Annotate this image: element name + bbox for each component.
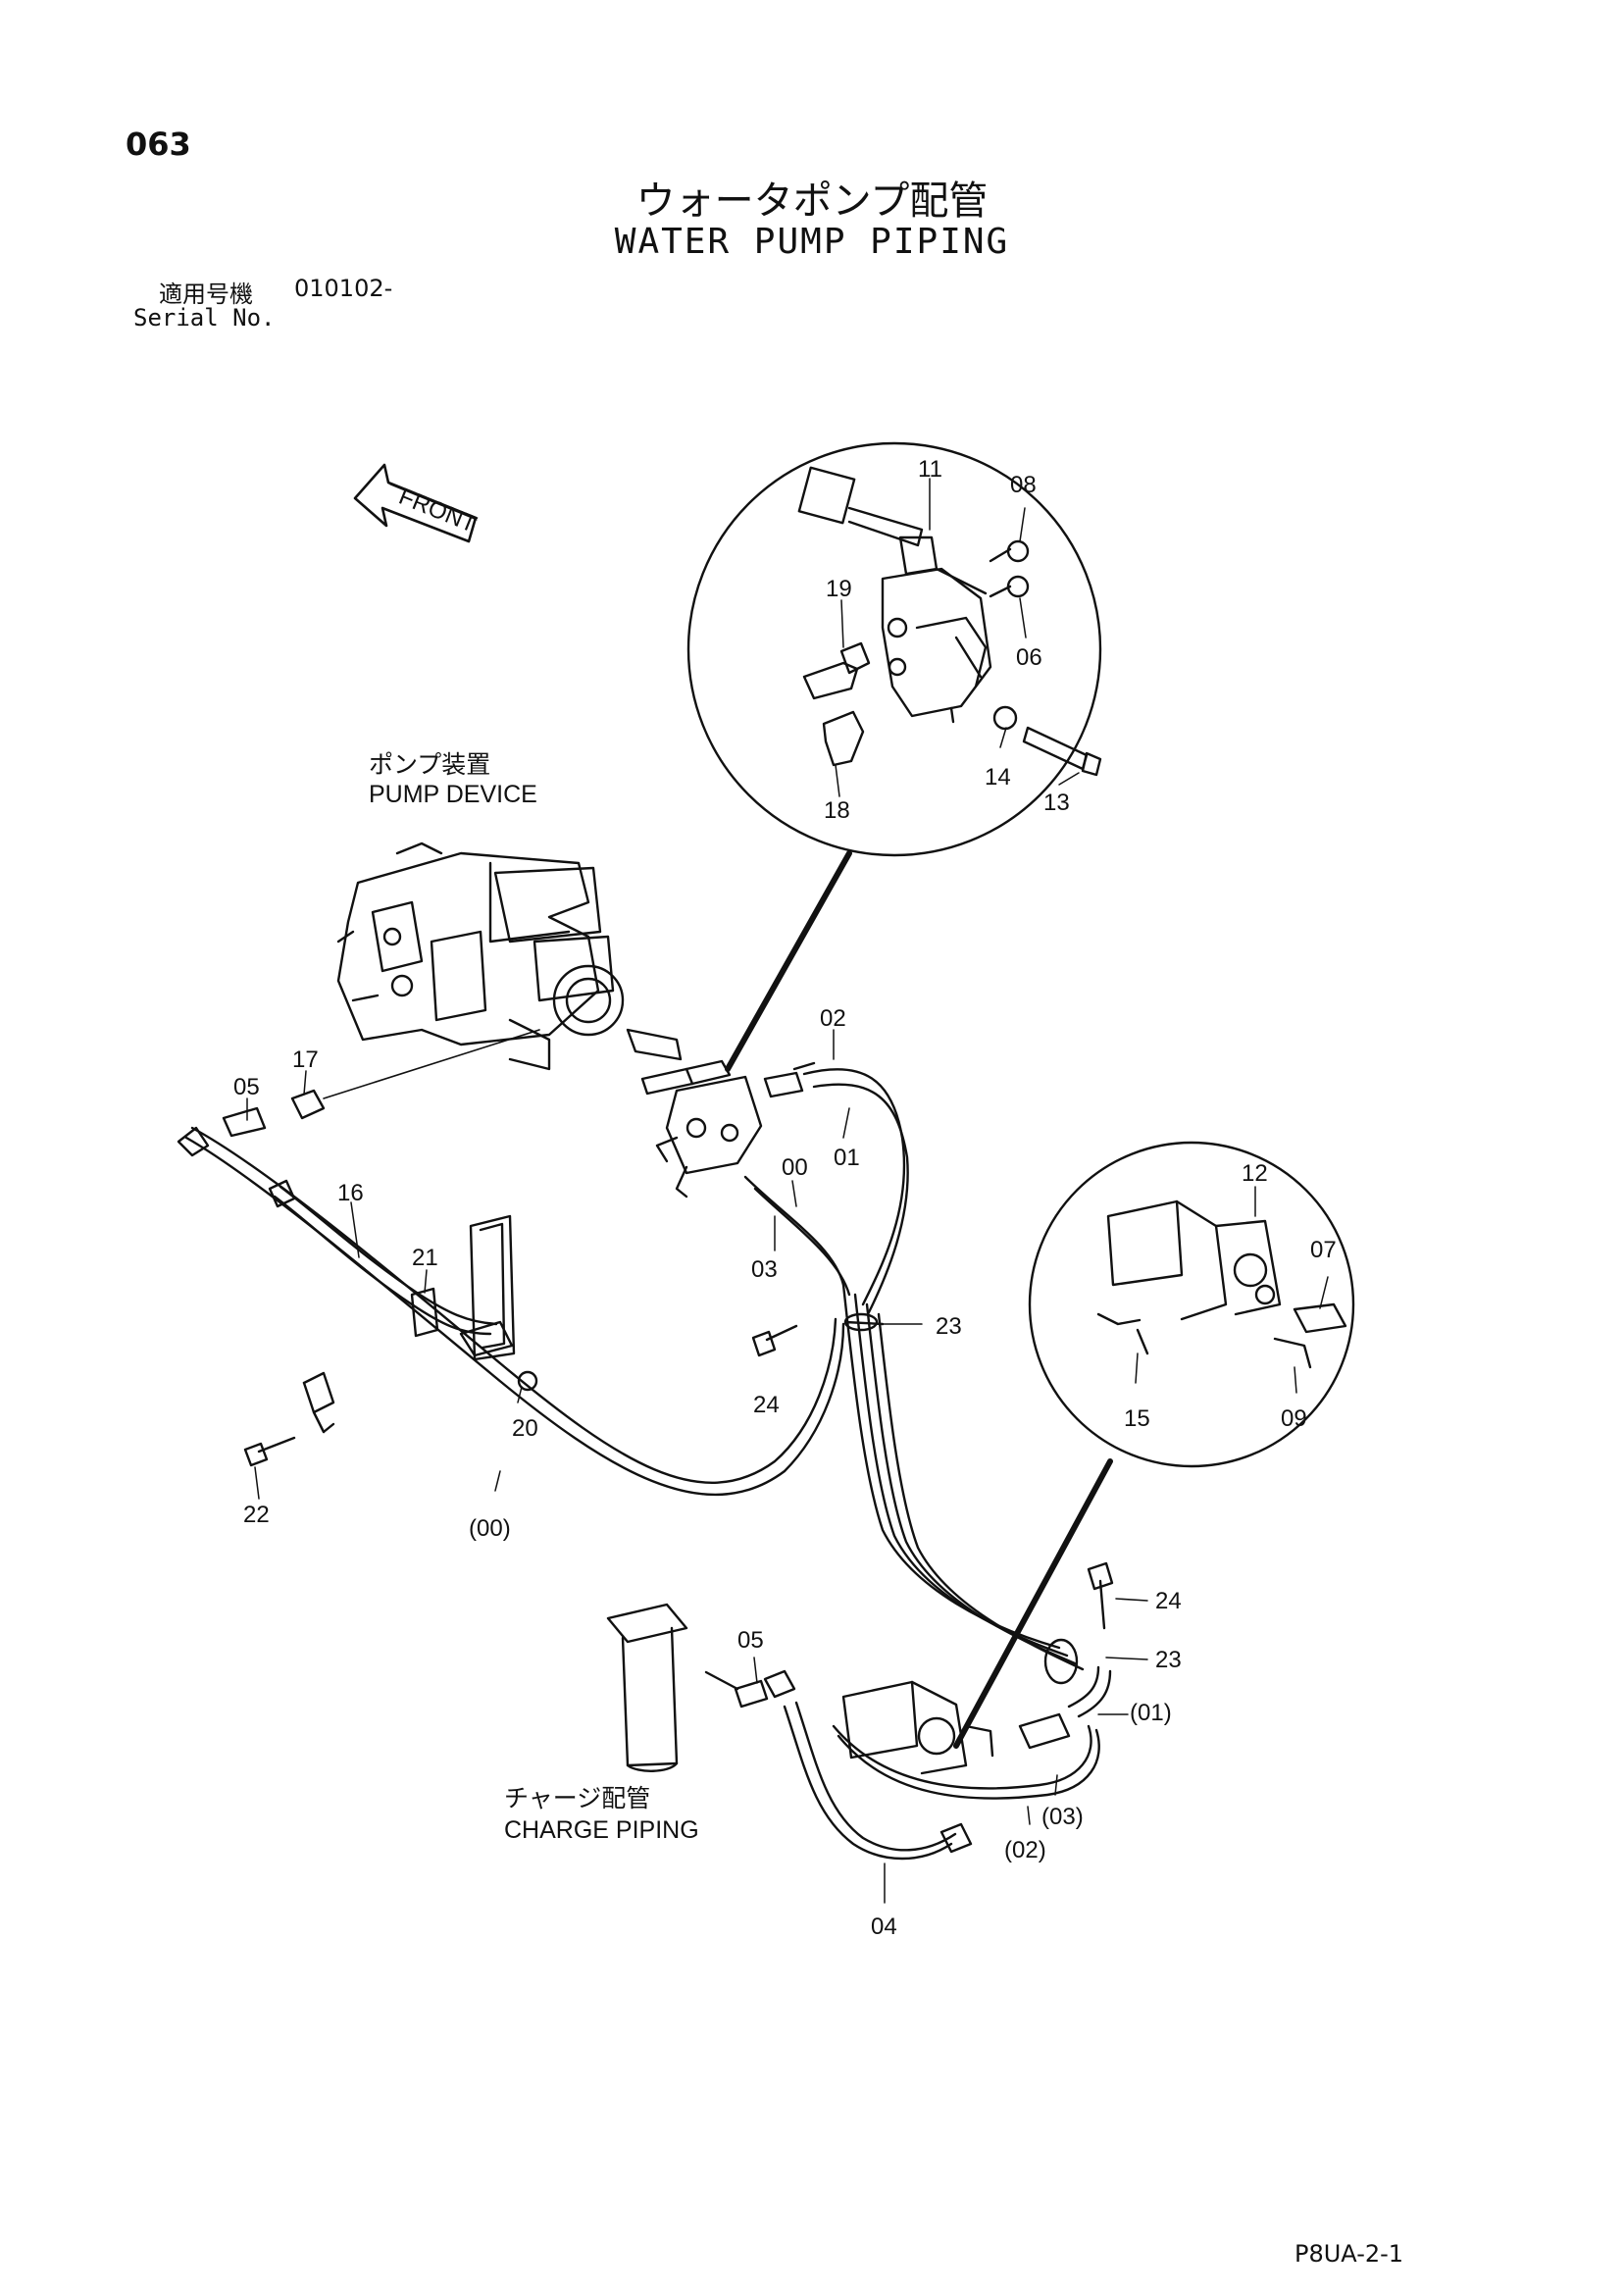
pump-device-label-japanese: ポンプ装置 — [369, 751, 490, 779]
bolt-24-lower — [1087, 1561, 1114, 1591]
callout-label: 06 — [1016, 644, 1042, 671]
bracket — [469, 1214, 516, 1361]
page-number: 063 — [126, 126, 191, 163]
callout-label: 13 — [1043, 790, 1070, 816]
serial-label: Serial No. — [133, 304, 276, 332]
callout-label: 12 — [1242, 1160, 1268, 1187]
callout-label: 23 — [936, 1313, 962, 1340]
charge-piping-label: CHARGE PIPING — [504, 1816, 699, 1844]
callout-label: 05 — [737, 1627, 764, 1654]
fitting-05-lower — [734, 1679, 769, 1709]
callout-label: 21 — [412, 1245, 438, 1271]
callout-label: 03 — [751, 1256, 778, 1283]
callout-label: 23 — [1155, 1647, 1182, 1673]
callout-label: 08 — [1010, 472, 1037, 498]
bolt-22 — [243, 1436, 296, 1467]
detail-circle-valve — [686, 441, 1102, 857]
callout-label: (03) — [1041, 1804, 1084, 1830]
callout-label: 05 — [233, 1074, 260, 1100]
clamp-21 — [410, 1287, 439, 1338]
water-pump-lower-drawing — [841, 1680, 994, 1775]
callout-labels: 11 08 19 06 14 13 18 17 05 16 21 20 22 (… — [233, 456, 1337, 1940]
callout-label: 19 — [826, 576, 852, 602]
hose-04 — [783, 1705, 953, 1861]
fitting-17 — [290, 1089, 326, 1120]
callout-label: 15 — [1124, 1405, 1150, 1432]
callout-label: 18 — [824, 797, 850, 824]
callout-label: 02 — [820, 1005, 846, 1032]
callout-label: 01 — [834, 1145, 860, 1171]
valve-assembly-drawing — [797, 466, 1102, 777]
callout-label: 14 — [985, 764, 1011, 791]
page-title-japanese: ウォータポンプ配管 — [635, 179, 989, 224]
document-code: P8UA-2-1 — [1294, 2240, 1404, 2268]
callout-label: 20 — [512, 1415, 538, 1442]
callout-label: 24 — [753, 1392, 780, 1418]
pump-device-label: PUMP DEVICE — [369, 781, 537, 808]
callout-label: (01) — [1130, 1700, 1172, 1726]
callout-label: 22 — [243, 1502, 270, 1528]
callout-label: 16 — [337, 1180, 364, 1206]
callout-label: 24 — [1155, 1588, 1182, 1614]
callout-label: (00) — [469, 1515, 511, 1542]
page-title: WATER PUMP PIPING — [614, 222, 1010, 262]
callout-label: (02) — [1004, 1837, 1046, 1863]
callout-label: 11 — [918, 456, 942, 483]
front-arrow-icon — [353, 463, 478, 543]
hose-bundle — [743, 1068, 1085, 1671]
charge-piping-label-japanese: チャージ配管 — [504, 1785, 650, 1812]
callout-label: 17 — [292, 1046, 319, 1073]
detail-circle-motor — [1028, 1141, 1355, 1468]
serial-number-value: 010102- — [294, 275, 393, 302]
valve-main-drawing — [640, 1059, 816, 1199]
callout-label: 09 — [1281, 1405, 1307, 1432]
fitting-05 — [222, 1106, 267, 1138]
water-pump-motor-drawing — [1096, 1199, 1347, 1369]
charge-filter-drawing — [606, 1603, 688, 1772]
bolt-24 — [751, 1324, 798, 1357]
pump-device-drawing — [336, 842, 683, 1071]
serial-label-japanese: 適用号機 — [159, 281, 253, 308]
hose-16 — [273, 1195, 492, 1336]
fitting-20 — [459, 1320, 514, 1357]
callout-label: 07 — [1310, 1237, 1337, 1263]
callout-label: 00 — [782, 1154, 808, 1181]
callout-label: 04 — [871, 1913, 897, 1940]
